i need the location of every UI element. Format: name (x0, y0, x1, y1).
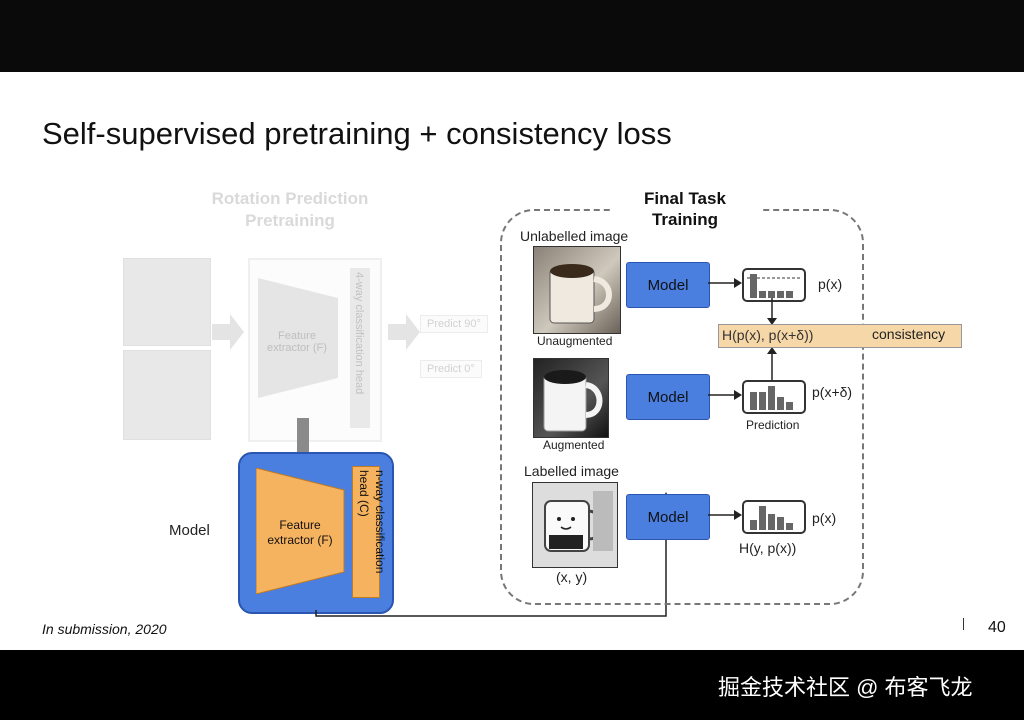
rotation-model-box (248, 258, 382, 442)
feature-extractor-shape (256, 468, 345, 594)
model-button-unaugmented[interactable]: Model (626, 262, 710, 308)
page-divider (963, 618, 964, 630)
unaugmented-mug-image (533, 246, 621, 334)
final-title-line1: Final Task (644, 189, 726, 208)
citation-footer: In submission, 2020 (42, 621, 167, 637)
model-button-labelled[interactable]: Model (626, 494, 710, 540)
augmented-mug-image (533, 358, 609, 438)
predict-90-box: Predict 90° (420, 315, 488, 333)
labelled-cartoon-mug-image (532, 482, 618, 568)
consistency-label: consistency (872, 326, 946, 342)
slide-title: Self-supervised pretraining + consistenc… (42, 116, 672, 151)
arrow-hist2-to-consistency (767, 347, 777, 380)
consistency-loss-box (718, 324, 962, 348)
histogram-unaugmented (742, 268, 806, 302)
xy-label: (x, y) (556, 569, 588, 585)
rotation-title-line1: Rotation Prediction (211, 189, 369, 208)
watermark-text: 掘金技术社区 @ 布客飞龙 (718, 675, 973, 700)
model-side-label: Model (169, 522, 210, 539)
histogram-augmented (742, 380, 806, 414)
rotated-mug-image (123, 258, 211, 346)
unlabelled-image-label: Unlabelled image (520, 228, 629, 244)
rotation-head-label: 4-way classification head (353, 272, 365, 395)
arrow-model-to-hist-2 (708, 390, 742, 400)
unaugmented-label: Unaugmented (537, 334, 613, 348)
top-black-bar (0, 0, 1024, 72)
consistency-formula: H(p(x), p(x+δ)) (722, 327, 814, 343)
rotation-extractor-label: Feature extractor (F) (267, 330, 327, 354)
augmented-label: Augmented (543, 438, 605, 452)
arrow-model-to-hist-1 (708, 278, 742, 288)
final-task-title: Final Task Training (610, 188, 760, 230)
model-button-augmented[interactable]: Model (626, 374, 710, 420)
arrow-hist1-to-consistency (767, 298, 777, 325)
h-label: H(y, p(x)) (739, 540, 797, 556)
rotation-pretraining-title: Rotation Prediction Pretraining (190, 188, 390, 232)
rotation-title-line2: Pretraining (245, 211, 335, 230)
arrow-model-to-hist-3 (708, 510, 742, 520)
arrow-to-rotation-model (212, 314, 244, 350)
px-label: p(x) (818, 276, 843, 292)
page-number: 40 (988, 619, 1006, 636)
histogram-labelled (742, 500, 806, 534)
feature-extractor-label: Feature extractor (F) (267, 518, 333, 547)
classification-head-label: n-way classification head (C) (357, 470, 387, 574)
labelled-image-label: Labelled image (524, 463, 619, 479)
predict-0-box: Predict 0° (420, 360, 482, 378)
prediction-label: Prediction (746, 418, 800, 432)
rotation-head-bar (350, 268, 370, 428)
classification-head-bar (352, 466, 380, 598)
rotation-feature-extractor-shape (258, 278, 338, 398)
px-label-2: p(x) (812, 510, 837, 526)
cartoon-mug-image-faded (123, 350, 211, 440)
slide: Self-supervised pretraining + consistenc… (0, 72, 1024, 650)
final-title-line2: Training (651, 210, 719, 229)
pxd-label: p(x+δ) (812, 384, 853, 400)
arrow-to-predictions (388, 314, 420, 350)
